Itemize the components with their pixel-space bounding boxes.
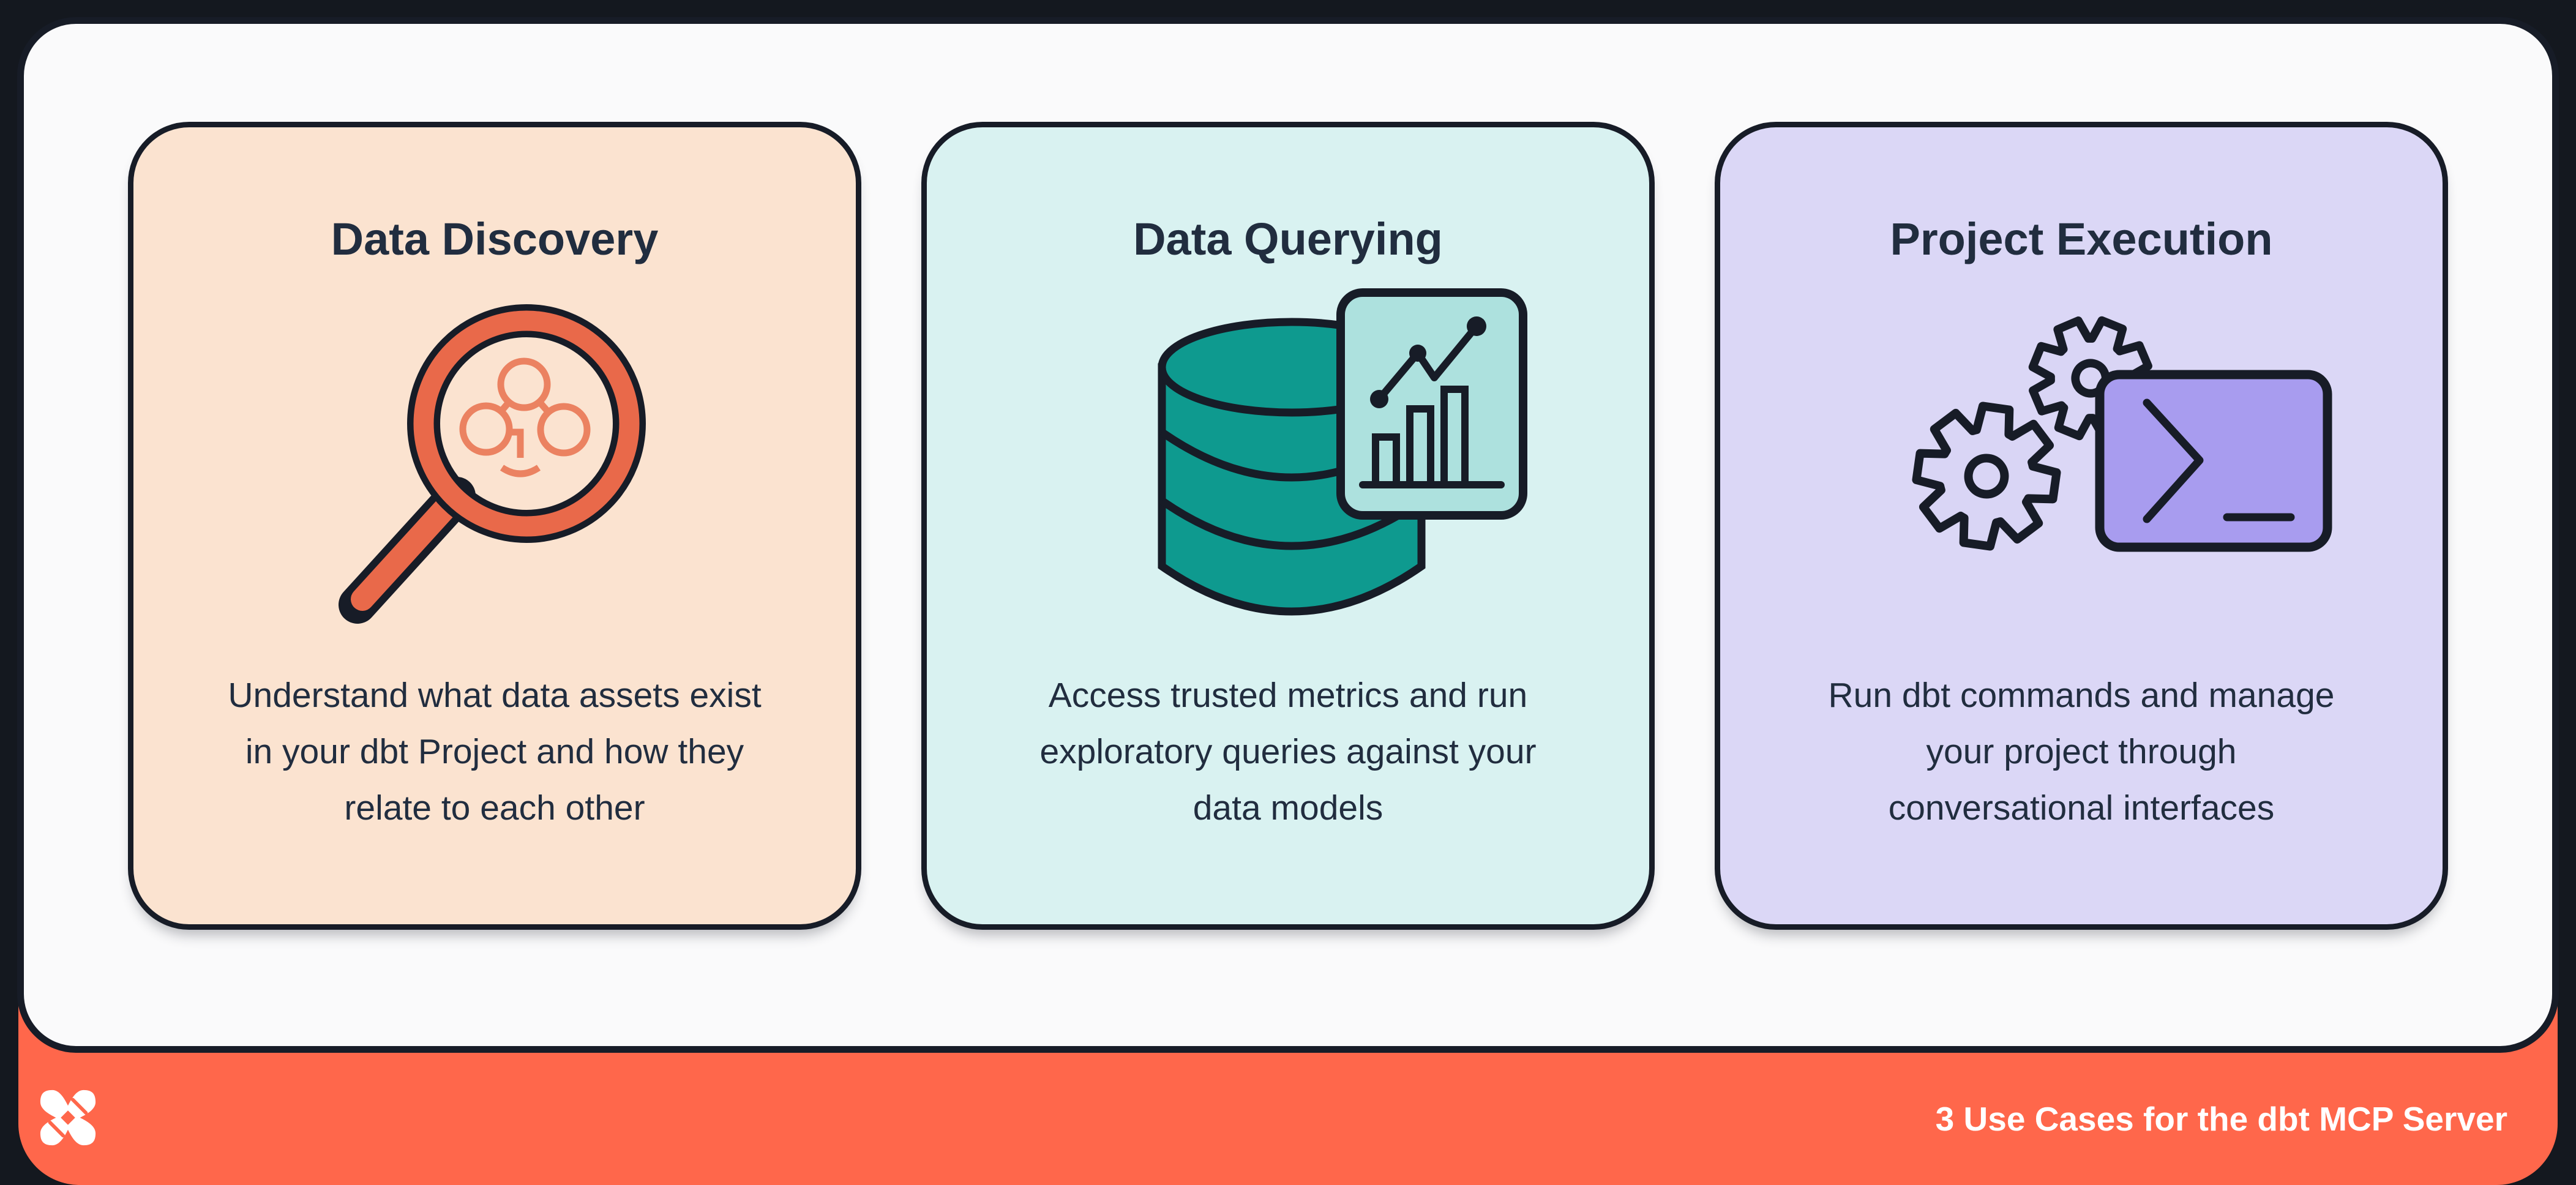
card-title-project-execution: Project Execution xyxy=(1890,214,2273,264)
gear-big xyxy=(1909,398,2064,554)
card-title-data-querying: Data Querying xyxy=(1133,214,1443,264)
description-line: Access trusted metrics and run xyxy=(1048,676,1528,715)
card-description-data-discovery: Understand what data assets exist in you… xyxy=(158,667,831,836)
gears-terminal-icon xyxy=(1885,288,2332,569)
database-chart-icon xyxy=(1158,288,1527,616)
terminal-glyph xyxy=(2095,370,2332,552)
card-project-execution: Project Execution Run dbt commands and m… xyxy=(1715,122,2448,930)
card-title-data-discovery: Data Discovery xyxy=(331,214,659,264)
lineage-dag-glyph xyxy=(459,357,591,477)
description-line: exploratory queries against your xyxy=(1039,732,1537,771)
description-line: data models xyxy=(1193,788,1383,828)
footer-caption: 3 Use Cases for the dbt MCP Server xyxy=(1935,1100,2507,1138)
description-line: Run dbt commands and manage xyxy=(1828,676,2335,715)
description-line: conversational interfaces xyxy=(1888,788,2275,828)
magnifier-lineage-icon xyxy=(339,304,646,624)
description-line: your project through xyxy=(1926,732,2237,771)
description-line: Understand what data assets exist xyxy=(228,676,762,715)
description-line: in your dbt Project and how they xyxy=(245,732,744,771)
card-description-data-querying: Access trusted metrics and run explorato… xyxy=(951,667,1625,836)
metrics-chart-glyph xyxy=(1336,288,1527,520)
dbt-logo-icon xyxy=(40,1090,96,1146)
card-description-project-execution: Run dbt commands and manage your project… xyxy=(1745,667,2418,836)
description-line: relate to each other xyxy=(344,788,645,828)
